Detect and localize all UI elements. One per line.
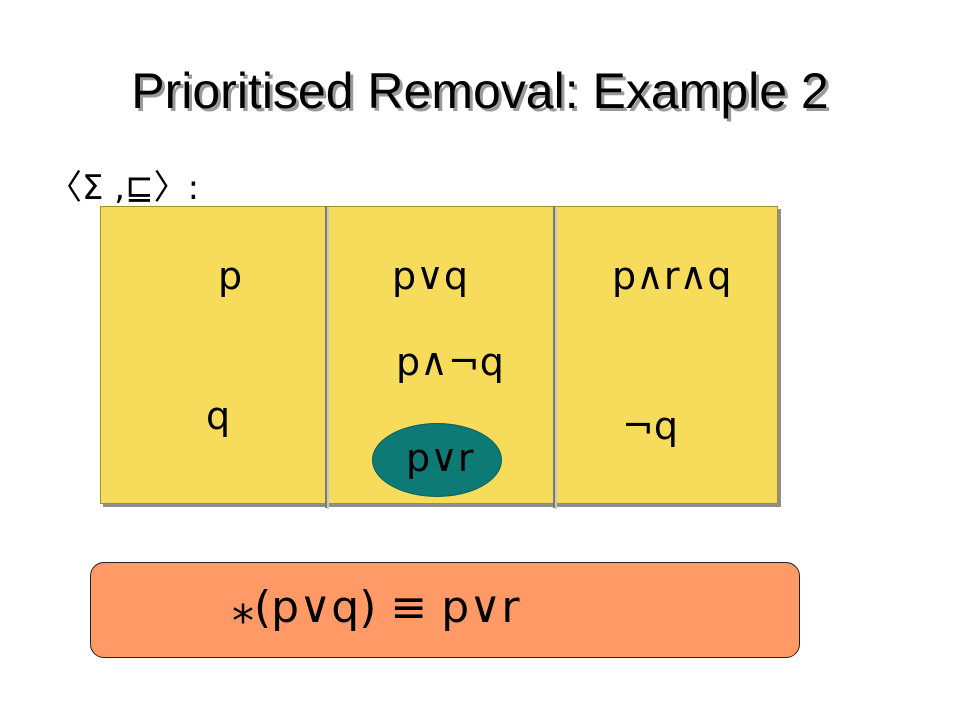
slide-title: Prioritised Removal: Example 2 bbox=[131, 63, 829, 119]
formula: p∧¬q bbox=[396, 340, 504, 384]
partition-divider bbox=[325, 206, 327, 508]
formula: p bbox=[218, 254, 243, 298]
highlight-ellipse bbox=[372, 423, 502, 497]
result-expression: ⁎(p∨q) ≡ p∨r bbox=[232, 582, 520, 633]
highlighted-formula: p∨r bbox=[406, 436, 474, 480]
ordering-label: 〈Σ ,⊑〉: bbox=[48, 168, 200, 208]
formula: ¬q bbox=[622, 404, 678, 448]
formula: p∨q bbox=[392, 254, 469, 298]
partition-divider bbox=[553, 206, 555, 508]
formula: q bbox=[206, 394, 231, 438]
result-box bbox=[90, 562, 800, 658]
formula: p∧r∧q bbox=[612, 254, 732, 298]
